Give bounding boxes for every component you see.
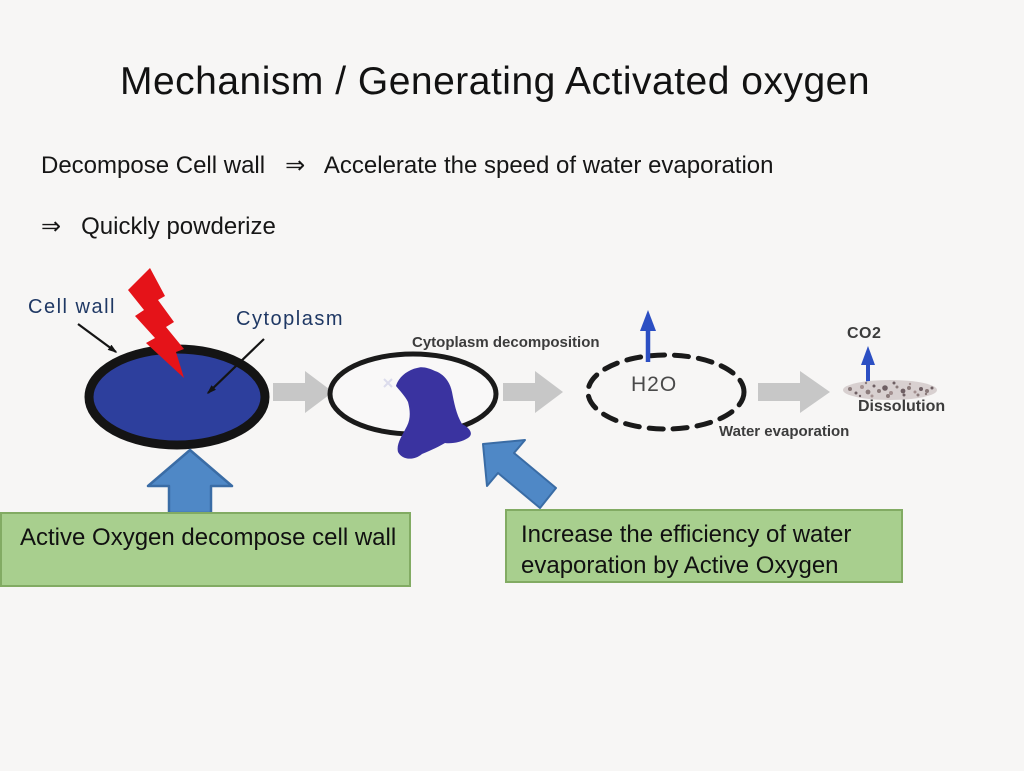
cytoplasm-label: Cytoplasm — [236, 308, 344, 330]
co2-up-arrowhead-icon — [861, 346, 875, 365]
lightning-bolt-icon — [128, 268, 184, 378]
body-line-1: Decompose Cell wall ⇒ Accelerate the spe… — [41, 152, 774, 179]
callout-box-evaporation-efficiency: Increase the efficiency of water evapora… — [505, 509, 903, 583]
dissolution-label: Dissolution — [858, 398, 946, 415]
flow-right-arrow-icon — [503, 371, 563, 413]
water-evaporation-label: Water evaporation — [719, 423, 850, 440]
callout-box-2-text: Increase the efficiency of water evapora… — [521, 521, 852, 580]
cytoplasm-blob — [396, 367, 471, 459]
flow-right-arrow-icon — [273, 371, 333, 413]
h2o-up-arrowhead-icon — [640, 310, 656, 331]
cytoplasm-pointer-arrow — [206, 338, 265, 395]
cell-wall-pointer-arrow — [77, 323, 118, 353]
callout-box-1-text: Active Oxygen decompose cell wall — [20, 524, 397, 551]
evaporation-dashed-ellipse — [585, 352, 747, 432]
sparkle-icon — [383, 378, 393, 388]
h2o-label: H2O — [631, 373, 678, 396]
cytoplasm-decomposition-label: Cytoplasm decomposition — [412, 334, 600, 351]
flow-right-arrow-icon — [758, 371, 830, 413]
cell-wall-label: Cell wall — [28, 296, 116, 318]
diagonal-block-arrow-icon — [482, 439, 557, 509]
up-block-arrow-icon — [146, 448, 234, 515]
page-title: Mechanism / Generating Activated oxygen — [119, 60, 871, 103]
body-line-2: ⇒ Quickly powderize — [41, 213, 276, 240]
co2-label: CO2 — [847, 325, 882, 342]
callout-box-active-oxygen: Active Oxygen decompose cell wall — [0, 512, 411, 587]
dissolution-speckle — [843, 380, 937, 400]
